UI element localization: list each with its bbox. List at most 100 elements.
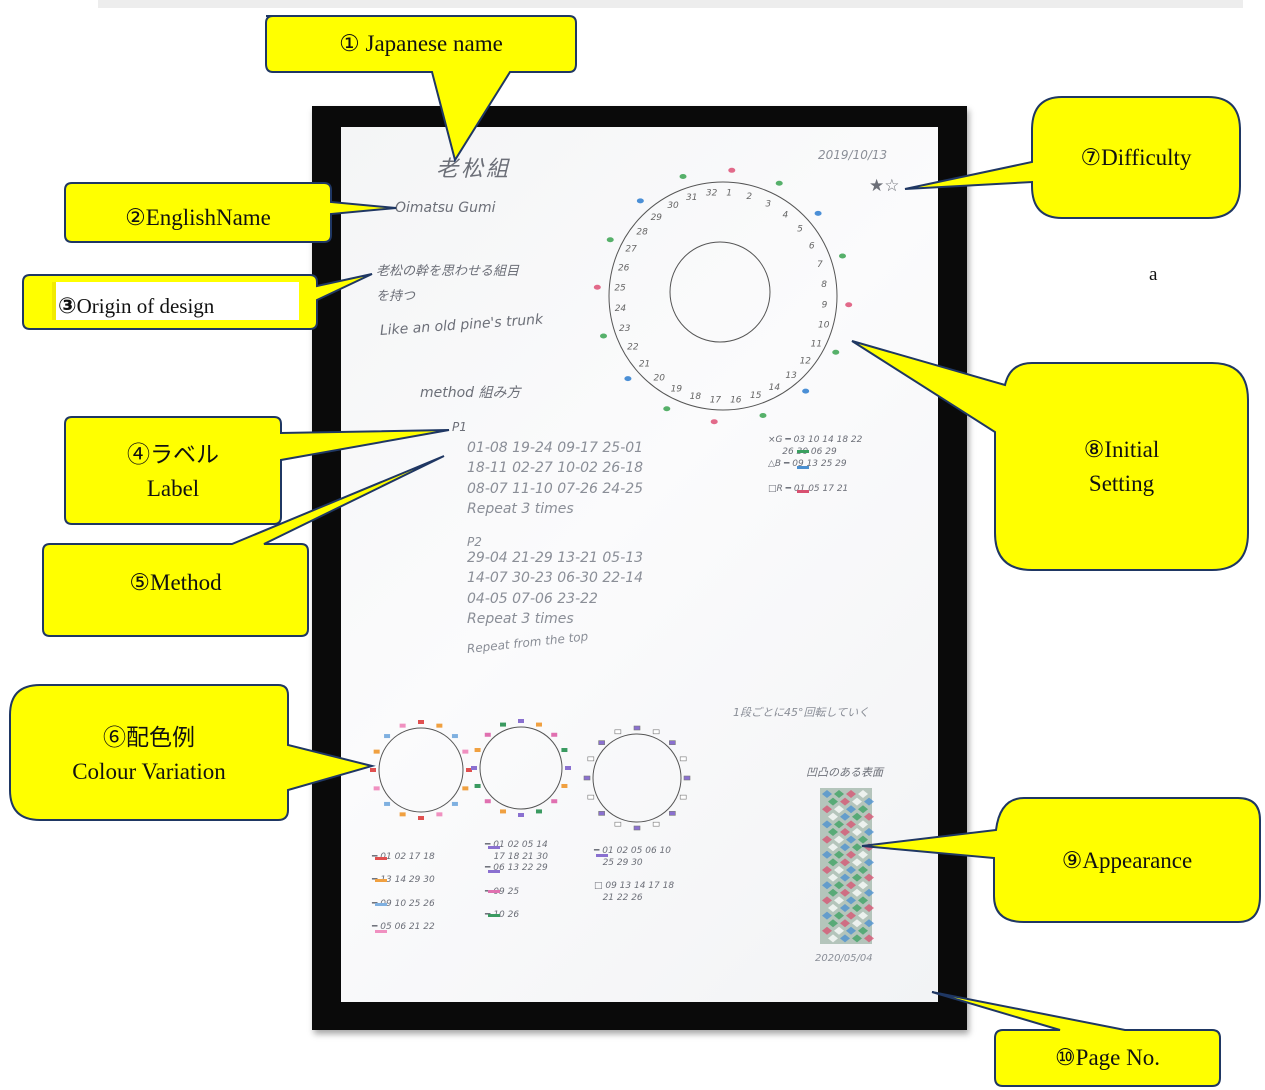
- legend-colour-stroke: [375, 903, 387, 906]
- variation-thread-mark: [587, 794, 595, 800]
- method-steps-p1: 01-08 19-24 09-17 25-01 18-11 02-27 10-0…: [467, 440, 644, 517]
- braid-stitch: [828, 843, 838, 852]
- setting-thread-mark: [832, 349, 840, 355]
- setting-thread-mark: [759, 412, 767, 418]
- braid-stitch: [846, 835, 856, 844]
- variation-thread-mark: [551, 732, 558, 737]
- setting-thread-mark: [845, 302, 853, 308]
- rotation-note: 1段ごとに45°回転していく: [733, 706, 870, 719]
- variation-thread-mark: [462, 749, 469, 754]
- braid-stitch: [858, 911, 868, 920]
- braid-stitch: [846, 790, 856, 798]
- braid-stitch: [822, 835, 832, 844]
- braid-appearance-sketch: [820, 788, 874, 944]
- braid-stitch: [858, 790, 868, 798]
- variation-thread-mark: [652, 729, 660, 735]
- legend-colour-strokes: [375, 450, 809, 933]
- braid-stitch: [834, 850, 844, 859]
- callout-japanese-name: [265, 15, 577, 163]
- callout-label-difficulty: ⑦Difficulty: [1080, 144, 1192, 170]
- legend-colour-stroke: [488, 846, 500, 849]
- surface-note: 凹凸のある表面: [806, 766, 883, 779]
- braid-stitch: [822, 866, 832, 874]
- setting-thread-mark: [775, 180, 783, 186]
- setting-position-number: 15: [750, 391, 762, 401]
- variation-thread-mark: [633, 725, 641, 731]
- braid-stitch: [834, 866, 844, 874]
- variation-thread-mark: [551, 799, 558, 804]
- setting-position-number: 26: [618, 264, 630, 274]
- origin-text-box: [52, 282, 299, 320]
- variation-thread-mark: [683, 775, 691, 781]
- legend-colour-stroke: [488, 890, 500, 893]
- braid-stitch: [852, 843, 862, 852]
- legend-colour-stroke: [797, 466, 809, 469]
- setting-position-number: 14: [769, 383, 781, 393]
- setting-thread-mark: [679, 174, 687, 180]
- braid-stitch: [840, 934, 850, 943]
- braid-stitch: [864, 828, 874, 836]
- setting-position-number: 31: [686, 193, 697, 203]
- callout-label-japanese-name: ① Japanese name: [339, 30, 503, 56]
- setting-position-number: 16: [730, 395, 742, 405]
- stray-letter: a: [1149, 264, 1158, 285]
- legend-colour-stroke: [488, 870, 500, 873]
- braid-stitch: [858, 896, 868, 905]
- braid-stitch: [858, 866, 868, 874]
- braid-stitch: [822, 896, 832, 905]
- braid-stitch: [846, 896, 856, 905]
- setting-thread-mark: [838, 253, 846, 259]
- braid-stitch: [834, 820, 844, 829]
- variation-thread-mark: [535, 722, 542, 727]
- braid-stitch: [828, 828, 838, 836]
- braid-stitch: [828, 919, 838, 928]
- braid-stitch: [846, 911, 856, 920]
- braid-stitch: [864, 888, 874, 897]
- braid-stitch: [840, 828, 850, 836]
- variation-thread-mark: [418, 720, 424, 724]
- variation-thread-mark: [418, 816, 424, 820]
- callout-label-appearance: ⑨Appearance: [1061, 847, 1193, 873]
- variation-thread-mark: [500, 809, 507, 814]
- variation-thread-mark: [679, 794, 687, 800]
- setting-position-number: 6: [809, 241, 815, 251]
- variation-thread-mark: [669, 740, 676, 745]
- colour-variation-diagrams: [370, 719, 691, 831]
- braid-stitch: [840, 812, 850, 821]
- braid-stitch: [846, 805, 856, 814]
- braid-stitch: [864, 858, 874, 867]
- braid-stitch: [852, 812, 862, 821]
- callout-method: [42, 455, 445, 637]
- braid-stitch: [864, 797, 874, 806]
- callout-initial-setting: [851, 340, 1249, 571]
- callout-label-page-no: ⑩Page No.: [1055, 1044, 1160, 1070]
- callout-label-label: ④ラベル Label: [127, 441, 219, 502]
- variation-thread-mark: [466, 768, 472, 772]
- setting-position-number: 17: [710, 396, 722, 406]
- braid-stitch: [828, 888, 838, 897]
- braid-stitch: [828, 904, 838, 912]
- braid-stitch: [822, 820, 832, 829]
- braid-stitch: [858, 850, 868, 859]
- variation-thread-mark: [436, 723, 443, 728]
- variation-thread-mark: [614, 821, 622, 827]
- braid-stitch: [828, 873, 838, 882]
- variation-thread-mark: [565, 766, 571, 770]
- variation-thread-mark: [598, 811, 605, 816]
- variation-thread-mark: [598, 740, 605, 745]
- method-label-p1: P1: [452, 420, 467, 434]
- setting-position-number: 1: [726, 188, 732, 198]
- setting-thread-mark: [802, 388, 810, 394]
- braid-stitch: [840, 904, 850, 912]
- legend-colour-stroke: [797, 490, 809, 493]
- braid-stitch: [858, 805, 868, 814]
- variation-thread-mark: [474, 783, 481, 788]
- braid-stitch: [822, 881, 832, 890]
- braid-stitch: [852, 919, 862, 928]
- braid-stitch: [852, 828, 862, 836]
- difficulty-stars: ★☆: [869, 176, 900, 196]
- braid-stitch: [846, 881, 856, 890]
